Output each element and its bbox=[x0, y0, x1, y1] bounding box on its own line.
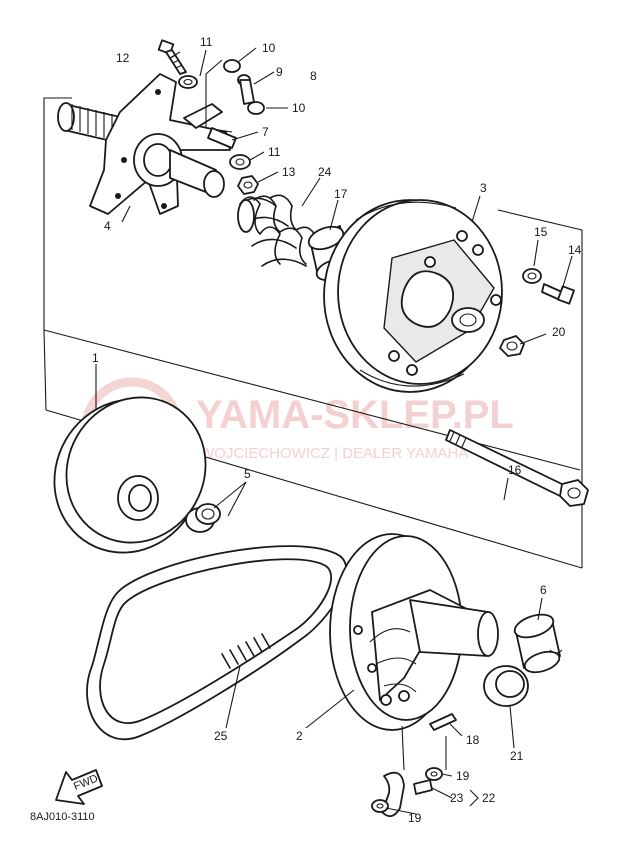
callout-4: 4 bbox=[104, 219, 111, 233]
callout-17: 17 bbox=[334, 187, 348, 201]
watermark-subtitle: WOJCIECHOWICZ | DEALER YAMAHA bbox=[200, 445, 468, 462]
callout-20: 20 bbox=[552, 325, 566, 339]
callout-11-lower: 11 bbox=[268, 145, 281, 159]
part-14-bolt bbox=[541, 283, 575, 305]
callout-1: 1 bbox=[92, 351, 99, 365]
callout-22: 22 bbox=[482, 791, 496, 805]
callout-13: 13 bbox=[282, 165, 296, 179]
part-8-weight-kit bbox=[205, 59, 265, 133]
callout-7: 7 bbox=[262, 125, 269, 139]
callout-23: 23 bbox=[450, 791, 464, 805]
part-7-pin bbox=[207, 127, 237, 149]
callout-labels: 12 11 10 9 8 10 7 11 13 24 17 3 15 14 20… bbox=[92, 35, 582, 825]
callout-11-upper: 11 bbox=[200, 35, 213, 49]
callout-19-upper: 19 bbox=[456, 769, 470, 783]
callout-10-lower: 10 bbox=[292, 101, 306, 115]
part-25-v-belt bbox=[86, 545, 348, 741]
callout-25: 25 bbox=[214, 729, 228, 743]
part-2-fixed-sheave bbox=[329, 533, 499, 731]
callout-18: 18 bbox=[466, 733, 480, 747]
callout-19-lower: 19 bbox=[408, 811, 422, 825]
callout-8: 8 bbox=[310, 69, 317, 83]
part-5-bushing bbox=[185, 503, 221, 533]
part-22-clip-kit bbox=[371, 767, 443, 818]
callout-2: 2 bbox=[296, 729, 303, 743]
callout-24: 24 bbox=[318, 165, 332, 179]
callout-21: 21 bbox=[510, 749, 524, 763]
part-16-long-bolt bbox=[445, 429, 589, 507]
part-12-bolt bbox=[157, 39, 187, 75]
part-20-nut bbox=[499, 335, 525, 357]
part-1-sliding-sheave bbox=[53, 396, 207, 554]
callout-3: 3 bbox=[480, 181, 487, 195]
callout-9: 9 bbox=[276, 65, 283, 79]
callout-5: 5 bbox=[244, 467, 251, 481]
diagram-code: 8AJ010-3110 bbox=[30, 811, 95, 823]
watermark-title: YAMA-SKLEP.PL bbox=[196, 393, 514, 437]
part-15-washer bbox=[522, 268, 542, 284]
part-18-pin bbox=[429, 713, 457, 731]
callout-15: 15 bbox=[534, 225, 548, 239]
part-6-sleeve bbox=[513, 613, 563, 674]
part-11-washer-upper bbox=[178, 75, 198, 89]
forward-arrow-icon: FWD bbox=[55, 769, 103, 805]
part-4-clutch-spider bbox=[57, 73, 231, 215]
part-13-nut bbox=[237, 175, 259, 195]
part-3-sheave-cover bbox=[323, 199, 503, 393]
callout-14: 14 bbox=[568, 243, 582, 257]
part-24-spring bbox=[237, 194, 317, 267]
part-11-washer-lower bbox=[229, 154, 251, 170]
callout-12: 12 bbox=[116, 51, 130, 65]
callout-6: 6 bbox=[540, 583, 547, 597]
leader-lines bbox=[95, 47, 573, 815]
callout-16: 16 bbox=[508, 463, 522, 477]
callout-10-upper: 10 bbox=[262, 41, 276, 55]
part-21-bushing bbox=[483, 665, 529, 707]
